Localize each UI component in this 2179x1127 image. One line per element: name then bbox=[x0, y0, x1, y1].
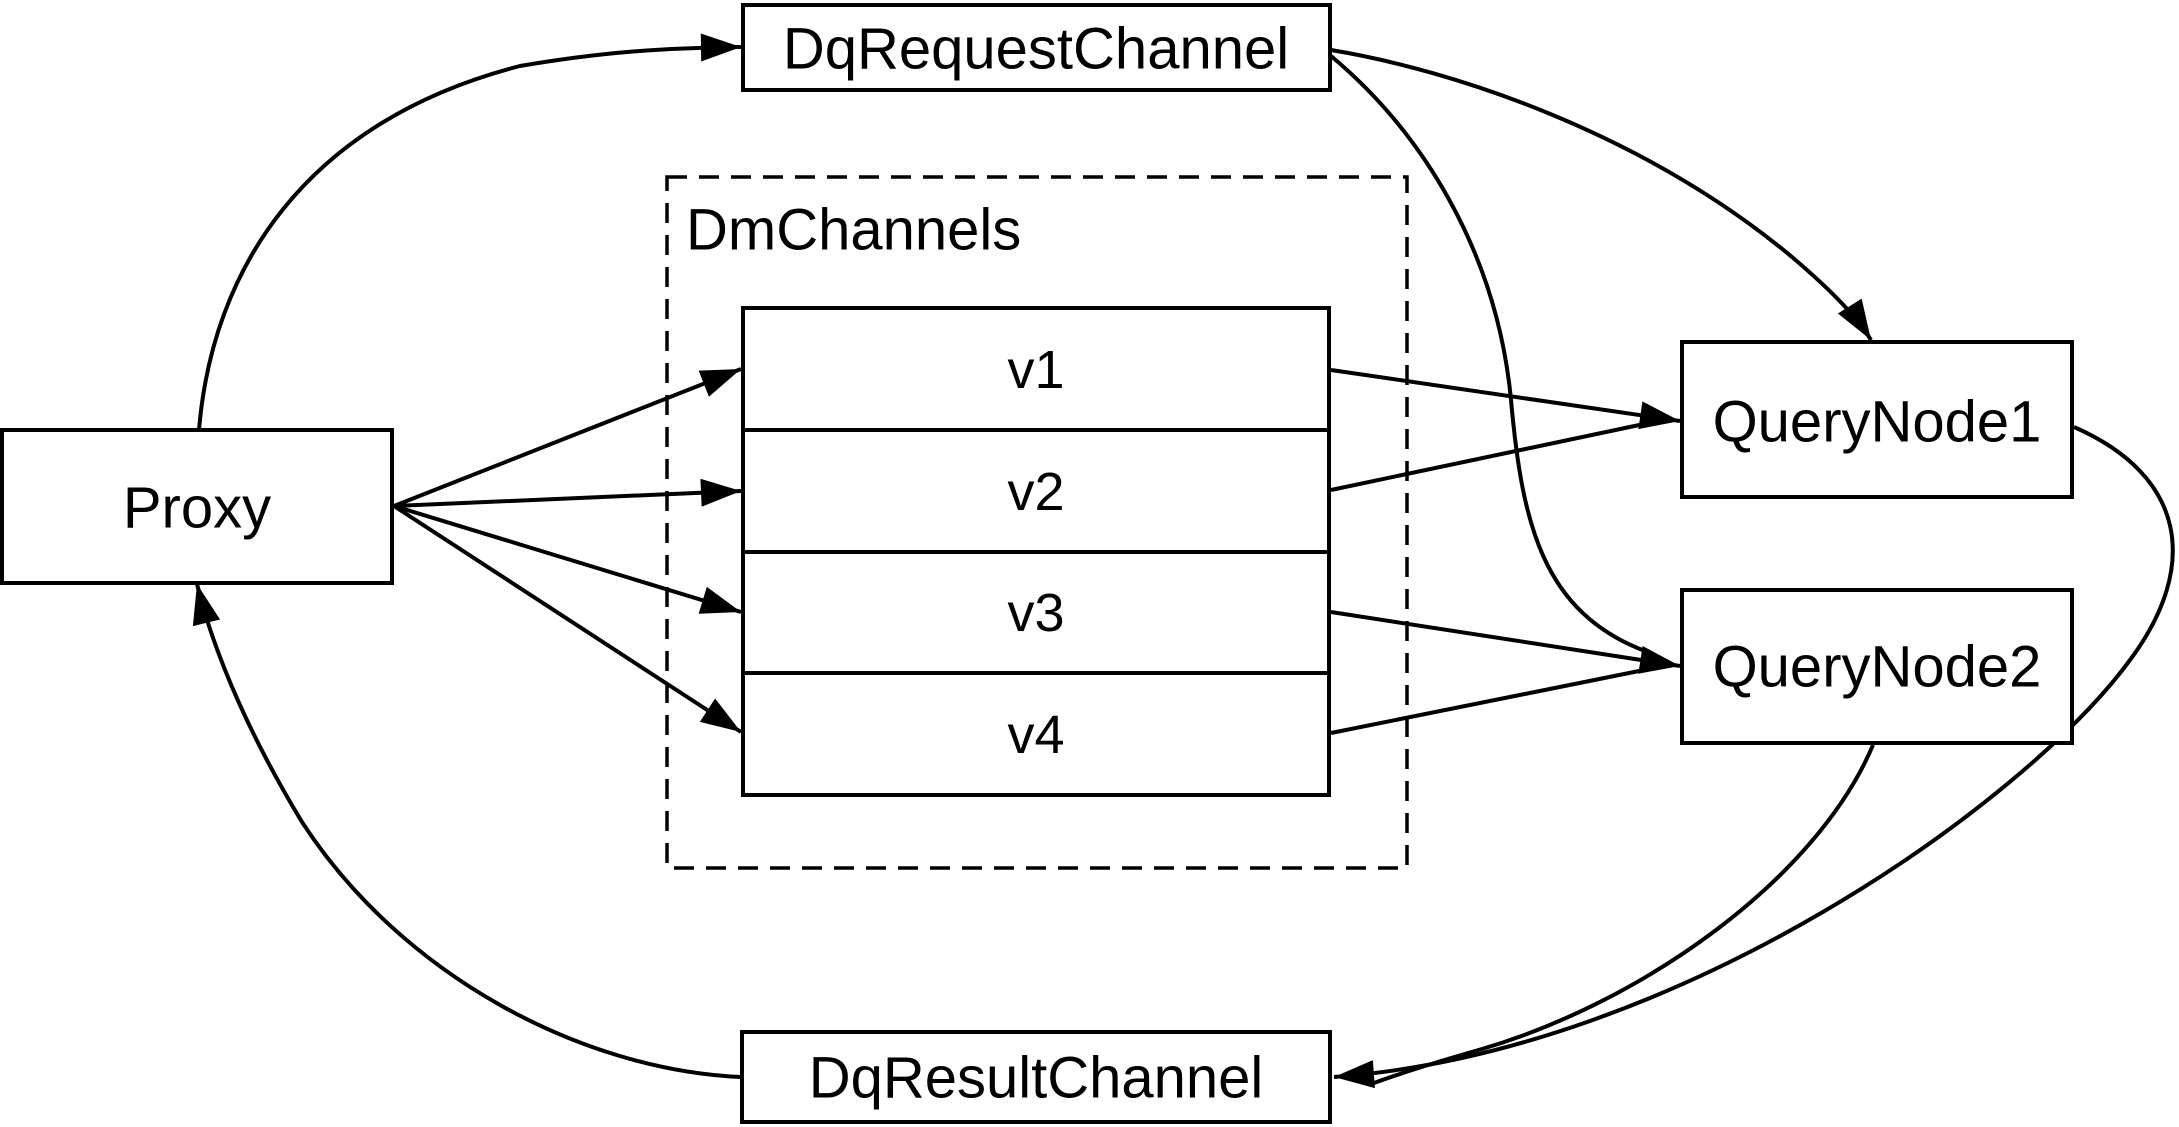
dq-request-channel-box bbox=[741, 3, 1332, 92]
edge-proxy-to-v1 bbox=[393, 367, 742, 508]
dm-channels-label: DmChannels bbox=[686, 198, 1021, 263]
channel-row-v1-label: v1 bbox=[1007, 340, 1064, 400]
node-dq-request-channel: DqRequestChannel bbox=[741, 3, 1332, 92]
proxy-box bbox=[0, 428, 394, 585]
node-query-node-1: QueryNode1 bbox=[1680, 340, 2074, 499]
edge-proxy-to-v4 bbox=[392, 504, 743, 734]
query-node-1-box bbox=[1680, 340, 2074, 499]
channel-row-v4-label: v4 bbox=[1007, 705, 1064, 765]
edge-proxy-to-v2 bbox=[393, 478, 742, 508]
query-node-1-label: QueryNode1 bbox=[1713, 390, 2042, 455]
edges bbox=[192, 33, 2175, 1089]
dm-channels-boundary bbox=[665, 175, 1409, 870]
channel-row-v3-label: v3 bbox=[1007, 583, 1064, 643]
dq-result-channel-label: DqResultChannel bbox=[809, 1046, 1264, 1111]
edge-proxy-to-dq-request-channel bbox=[197, 33, 742, 431]
channel-row-v3 bbox=[741, 550, 1331, 675]
edge-dq-result-channel-to-proxy bbox=[192, 583, 742, 1079]
edge-v4-to-query-node-2 bbox=[1330, 668, 1645, 735]
edge-v3-to-query-node-2 bbox=[1330, 610, 1681, 674]
edge-v1-to-query-node-1 bbox=[1330, 368, 1681, 430]
node-dm-channels-group: DmChannels v1 v2 v3 v4 bbox=[665, 175, 1409, 870]
channel-row-v4 bbox=[741, 671, 1331, 797]
edge-dq-request-channel-to-query-node-2 bbox=[1329, 54, 1646, 653]
dq-request-channel-label: DqRequestChannel bbox=[783, 17, 1289, 82]
node-query-node-2: QueryNode2 bbox=[1680, 588, 2074, 745]
node-proxy: Proxy bbox=[0, 428, 394, 585]
edge-dq-request-channel-to-query-node-1 bbox=[1330, 48, 1873, 342]
channel-row-v2 bbox=[741, 428, 1331, 554]
dm-channels-stack: v1 v2 v3 v4 bbox=[741, 306, 1331, 797]
edge-proxy-to-v3 bbox=[393, 504, 742, 614]
node-dq-result-channel: DqResultChannel bbox=[740, 1030, 1332, 1124]
channel-row-v2-label: v2 bbox=[1007, 462, 1064, 522]
query-node-2-box bbox=[1680, 588, 2074, 745]
channel-row-v1 bbox=[741, 306, 1331, 432]
proxy-label: Proxy bbox=[123, 476, 271, 541]
edge-query-node-2-to-dq-result-channel bbox=[1373, 744, 1875, 1085]
dq-result-channel-box bbox=[740, 1030, 1332, 1124]
edge-query-node-1-to-dq-result-channel bbox=[1333, 425, 2175, 1089]
query-node-2-label: QueryNode2 bbox=[1713, 635, 2042, 700]
edge-v2-to-query-node-1 bbox=[1330, 422, 1645, 492]
